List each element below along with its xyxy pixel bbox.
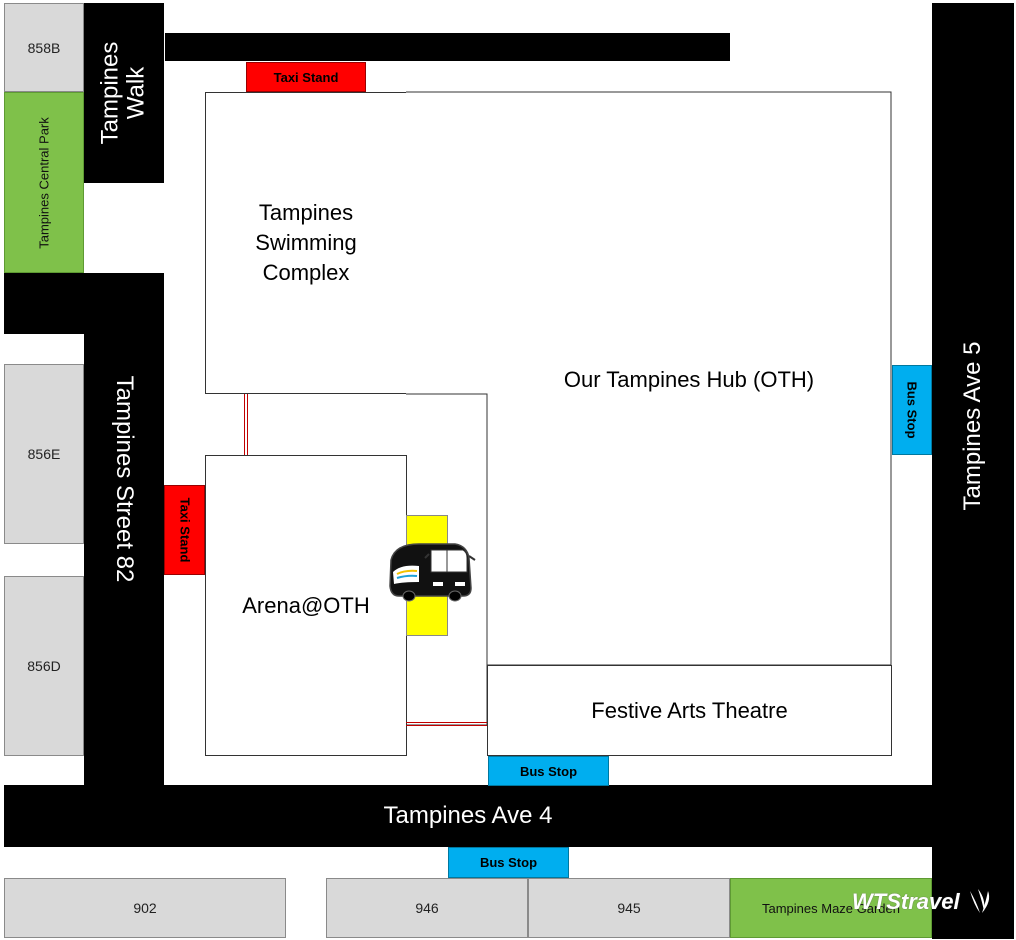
road-tampines-walk: Tampines Walk — [84, 3, 164, 183]
taxi-stand-label: Taxi Stand — [273, 69, 339, 85]
bus-stop-label: Bus Stop — [519, 763, 578, 779]
road-tampines-street-82: Tampines Street 82 — [84, 273, 164, 785]
building-oth: Our Tampines Hub (OTH) — [487, 330, 891, 430]
road-label-tampines-ave-4: Tampines Ave 4 — [383, 802, 553, 829]
building-label: Tampines Swimming Complex — [255, 200, 357, 285]
block-856d: 856D — [4, 576, 84, 756]
block-856e: 856E — [4, 364, 84, 544]
road-tampines-ave-5: Tampines Ave 5 — [932, 3, 1014, 939]
block-label: 858B — [27, 39, 61, 56]
park-tampines-maze-garden: Tampines Maze Garden — [730, 878, 932, 938]
logo-text: WTStravel — [852, 889, 960, 914]
building-swimming-complex: Tampines Swimming Complex — [205, 92, 407, 394]
bus-stop-label: Bus Stop — [479, 855, 538, 870]
linkway — [406, 722, 487, 726]
block-858b: 858B — [4, 3, 84, 92]
taxi-stand-top: Taxi Stand — [246, 62, 366, 92]
block-label: 945 — [617, 900, 641, 916]
block-902: 902 — [4, 878, 286, 938]
block-label: 856D — [27, 658, 61, 674]
building-festive-arts-theatre: Festive Arts Theatre — [487, 665, 892, 756]
taxi-stand-label: Taxi Stand — [177, 497, 192, 563]
block-946: 946 — [326, 878, 528, 938]
building-label: Festive Arts Theatre — [591, 697, 788, 723]
block-label: 902 — [133, 900, 157, 916]
bus-stop-tampines-ave-4: Bus Stop — [448, 847, 569, 878]
park-tampines-central-park: Tampines Central Park — [4, 92, 84, 273]
taxi-stand-left: Taxi Stand — [164, 485, 205, 575]
block-label: 946 — [415, 900, 439, 916]
wts-travel-logo: WTStravel — [852, 884, 994, 920]
building-label: Arena@OTH — [242, 592, 370, 618]
linkway — [244, 394, 248, 455]
coach-bus-icon — [389, 543, 476, 602]
bus-stop-label: Bus Stop — [904, 381, 920, 439]
building-arena: Arena@OTH — [205, 455, 407, 756]
park-label: Tampines Maze Garden — [761, 900, 900, 916]
road-tampines-ave-4: Tampines Ave 4 — [4, 785, 932, 847]
block-945: 945 — [528, 878, 730, 938]
bus-stop-tampines-ave-5: Bus Stop — [892, 365, 932, 455]
logo-icon — [969, 889, 989, 913]
block-label: 856E — [27, 446, 61, 462]
road-segment — [165, 33, 730, 61]
building-label: Our Tampines Hub (OTH) — [563, 367, 815, 392]
bus-stop-theatre: Bus Stop — [488, 756, 609, 786]
